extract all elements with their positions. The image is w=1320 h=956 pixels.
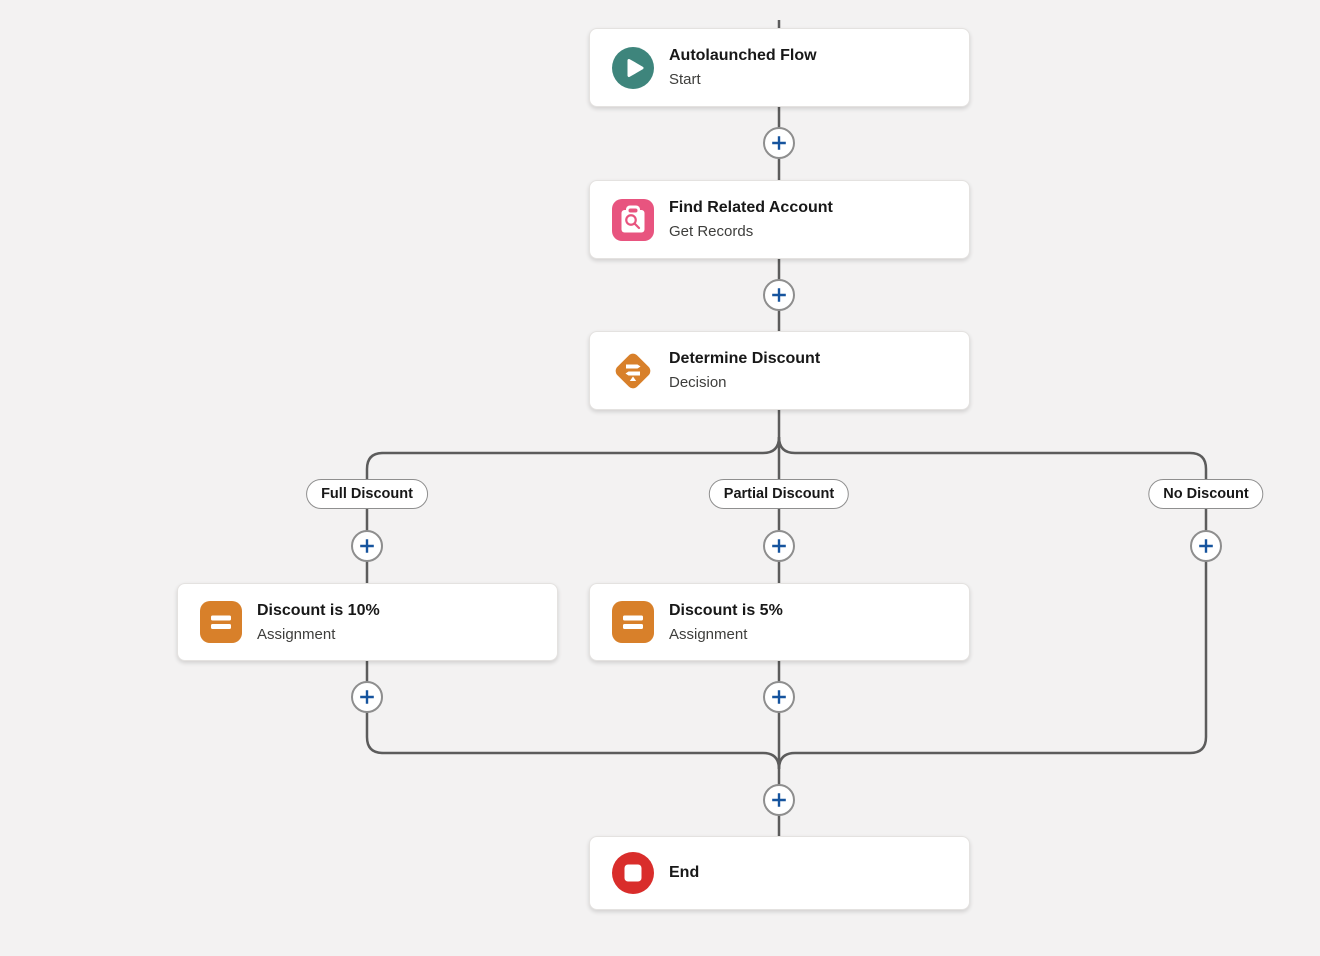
plus-icon xyxy=(360,690,374,704)
branch-label-text: No Discount xyxy=(1163,486,1249,502)
node-title: Determine Discount xyxy=(669,350,821,367)
branch-label-no-discount: No Discount xyxy=(1148,479,1264,509)
branch-label-text: Partial Discount xyxy=(723,486,835,502)
node-title: Autolaunched Flow xyxy=(669,47,817,64)
add-element-button[interactable] xyxy=(763,279,795,311)
node-title: Discount is 5% xyxy=(669,601,783,619)
assignment-icon xyxy=(612,601,654,643)
node-subtitle: Get Records xyxy=(669,223,754,240)
branch-label-text: Full Discount xyxy=(321,486,413,502)
flow-node-end[interactable]: End xyxy=(589,836,970,910)
node-title: End xyxy=(669,864,700,881)
flow-node-get-records[interactable]: Find Related Account Get Records xyxy=(589,180,970,259)
plus-icon xyxy=(360,539,374,553)
plus-icon xyxy=(772,690,786,704)
plus-icon xyxy=(1199,539,1213,553)
decision-icon xyxy=(615,353,651,388)
node-subtitle: Assignment xyxy=(669,625,748,643)
branch-label-full-discount: Full Discount xyxy=(306,479,428,509)
end-icon xyxy=(612,852,654,894)
add-element-button[interactable] xyxy=(763,127,795,159)
assignment-icon xyxy=(200,601,242,643)
flow-node-start[interactable]: Autolaunched Flow Start xyxy=(589,28,970,107)
plus-icon xyxy=(772,539,786,553)
node-subtitle: Assignment xyxy=(257,625,336,643)
flow-node-decision[interactable]: Determine Discount Decision xyxy=(589,331,970,410)
flow-node-discount-5[interactable]: Discount is 5% Assignment xyxy=(589,583,970,661)
add-element-button[interactable] xyxy=(1190,530,1222,562)
add-element-button[interactable] xyxy=(763,530,795,562)
branch-label-partial-discount: Partial Discount xyxy=(708,479,850,509)
plus-icon xyxy=(772,136,786,150)
add-element-button[interactable] xyxy=(763,784,795,816)
node-subtitle: Decision xyxy=(669,374,727,391)
node-title: Discount is 10% xyxy=(257,601,380,619)
add-element-button[interactable] xyxy=(763,681,795,713)
plus-icon xyxy=(772,288,786,302)
flow-node-discount-10[interactable]: Discount is 10% Assignment xyxy=(177,583,558,661)
play-icon xyxy=(612,46,654,89)
node-title: Find Related Account xyxy=(669,199,833,216)
node-subtitle: Start xyxy=(669,71,701,88)
add-element-button[interactable] xyxy=(351,681,383,713)
connector-branch-no-discount xyxy=(777,436,1208,770)
add-element-button[interactable] xyxy=(351,530,383,562)
get-records-icon xyxy=(612,198,654,241)
plus-icon xyxy=(772,793,786,807)
